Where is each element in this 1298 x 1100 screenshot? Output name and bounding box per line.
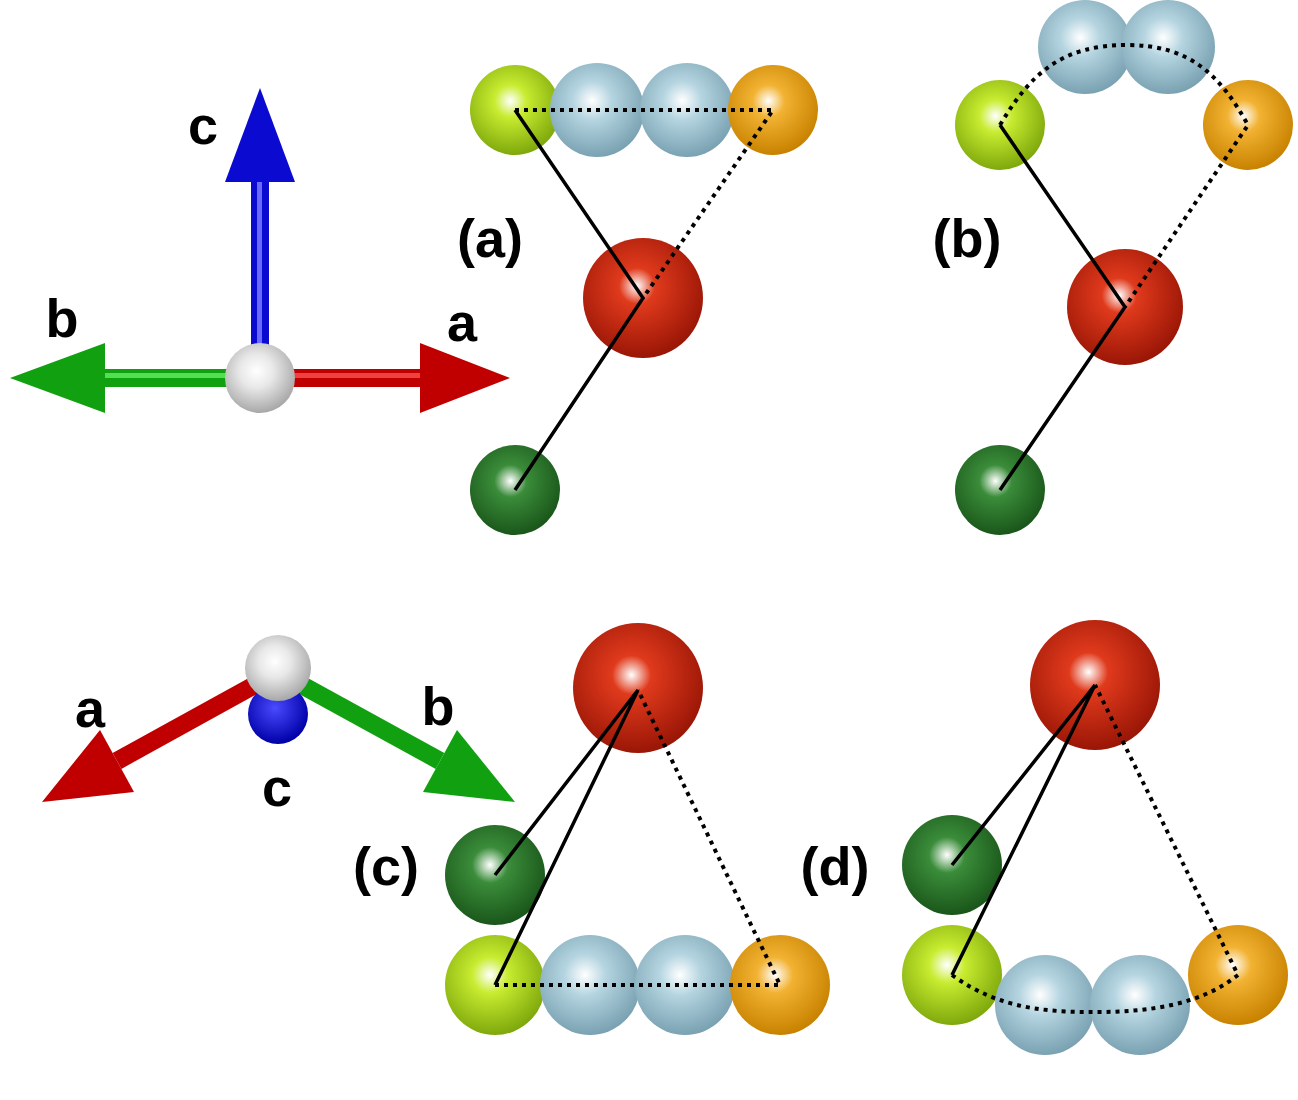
panel-a-structure bbox=[470, 63, 818, 535]
panel-label: (c) bbox=[353, 839, 419, 893]
panel-c-structure bbox=[445, 623, 830, 1035]
axis-label: a bbox=[75, 681, 105, 735]
axis-label: b bbox=[422, 679, 455, 733]
axis-label: c bbox=[262, 760, 292, 814]
panel-label: (d) bbox=[801, 839, 870, 893]
axis-label: c bbox=[188, 98, 218, 152]
panel-label: (b) bbox=[933, 211, 1002, 265]
axis-label: b bbox=[46, 291, 79, 345]
axes-top bbox=[10, 88, 510, 413]
axis-label: a bbox=[447, 295, 477, 349]
panel-b-structure bbox=[955, 0, 1293, 535]
panel-label: (a) bbox=[457, 211, 523, 265]
panel-d-structure bbox=[902, 620, 1288, 1055]
